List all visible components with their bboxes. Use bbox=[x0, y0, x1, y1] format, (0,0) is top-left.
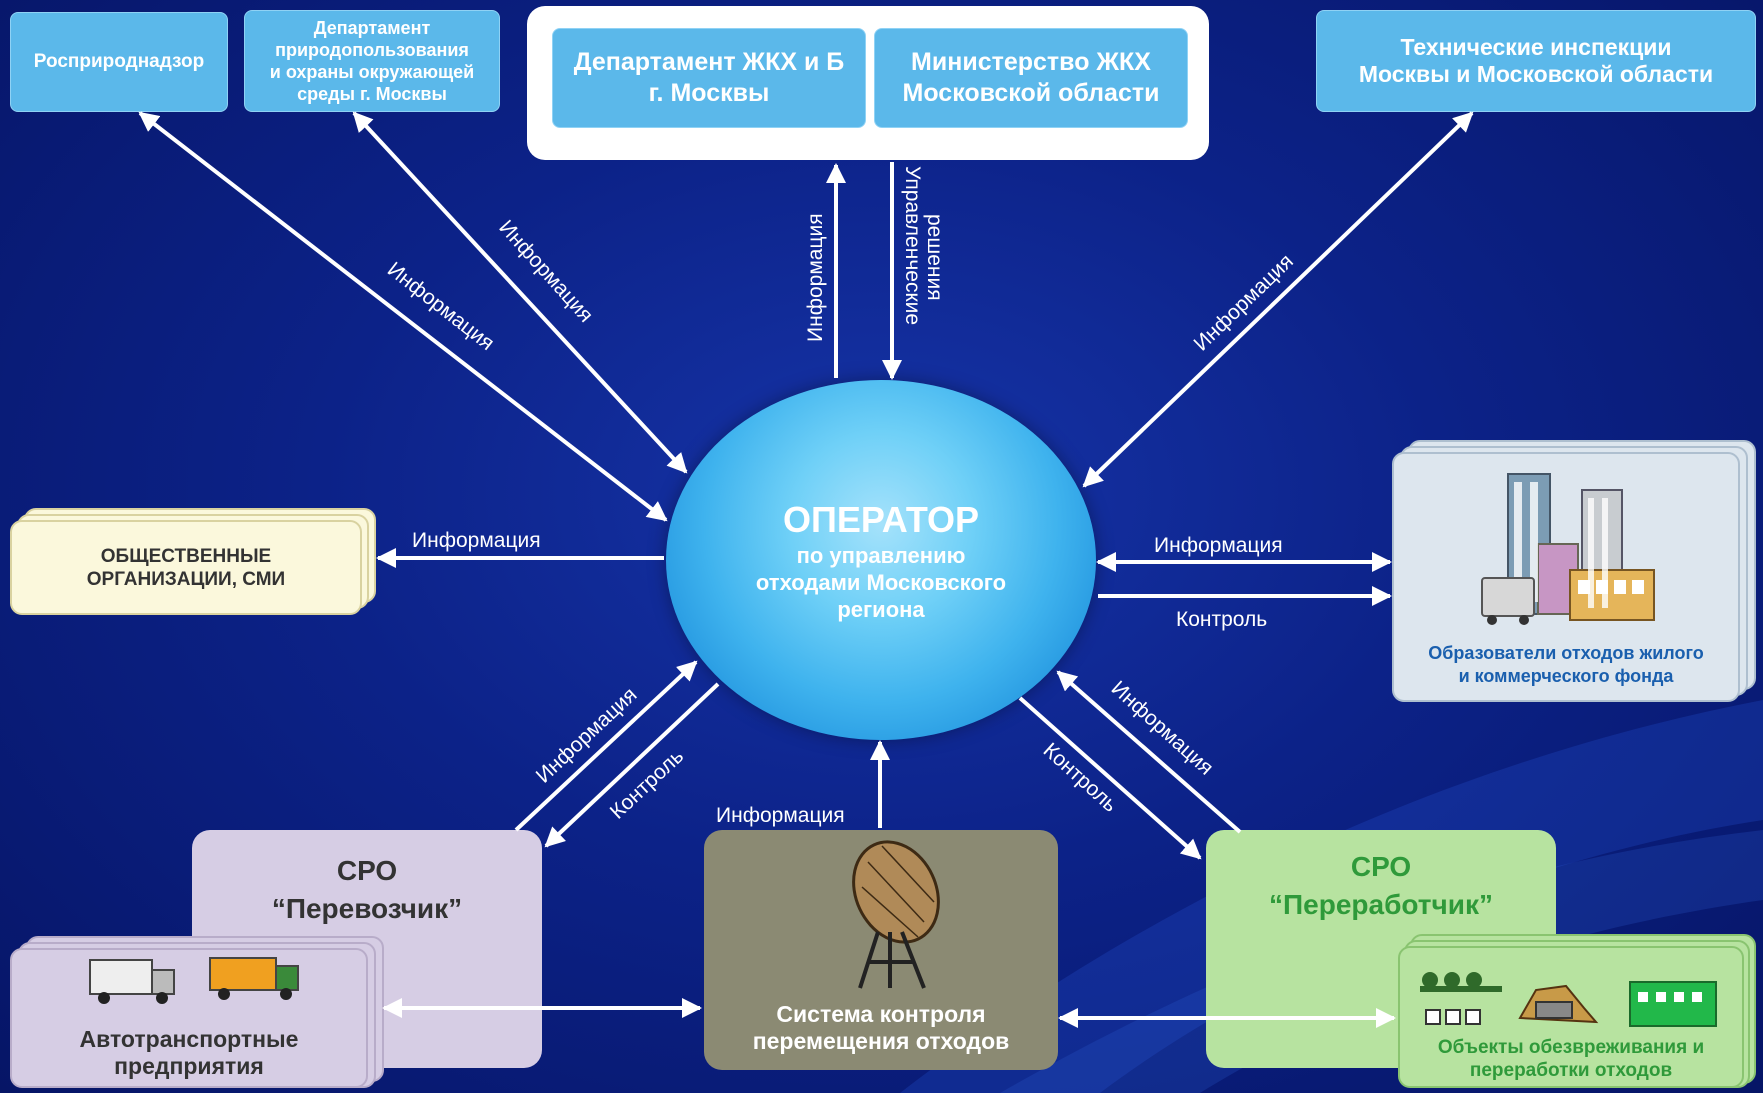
label-info-dep-priroda: Информация bbox=[494, 216, 597, 327]
dep-priroda-box: Департамент природопользования и охраны … bbox=[244, 10, 500, 112]
tech-insp-line-1: Технические инспекции bbox=[1400, 34, 1672, 60]
operator-line-1: по управлению bbox=[796, 542, 966, 568]
sro-perevozchik-line-2: “Перевозчик” bbox=[271, 893, 463, 924]
label-info-obsch: Информация bbox=[412, 529, 541, 552]
arrow-tech-insp bbox=[1082, 111, 1474, 488]
arrow-perevozchik-info bbox=[514, 660, 698, 832]
rosprirodnadzor-box: Росприроднадзор bbox=[10, 12, 228, 112]
dep-priroda-line-3: и охраны окружающей bbox=[269, 62, 475, 82]
label-decisions-line-2: решения bbox=[923, 214, 946, 301]
sistema-line-1: Система контроля bbox=[776, 1001, 986, 1027]
tech-insp-line-2: Москвы и Московской области bbox=[1358, 61, 1714, 87]
label-info-sistema: Информация bbox=[716, 804, 845, 827]
arrow-pererabotchik-info bbox=[1056, 670, 1242, 834]
obekty-line-1: Объекты обезвреживания и bbox=[1437, 1037, 1705, 1058]
avto-line-1: Автотранспортные bbox=[79, 1026, 299, 1052]
avto-box bbox=[10, 948, 368, 1088]
arrow-pererabotchik-control bbox=[1018, 696, 1202, 860]
label-info-obrazovateli: Информация bbox=[1154, 534, 1283, 557]
obrazovateli-line-1: Образователи отходов жилого bbox=[1428, 643, 1704, 663]
facilities-icon bbox=[1420, 972, 1717, 1027]
obrazovateli-line-2: и коммерческого фонда bbox=[1458, 666, 1674, 686]
dep-zhkh-box: Департамент ЖКХ и Б г. Москвы bbox=[552, 28, 866, 128]
min-zhkh-box: Министерство ЖКХ Московской области bbox=[874, 28, 1188, 128]
trucks-icon bbox=[89, 957, 299, 1004]
dep-zhkh-line-1: Департамент ЖКХ и Б bbox=[573, 48, 845, 76]
sro-perevozchik-line-1: СРО bbox=[336, 855, 398, 886]
operator-line-3: региона bbox=[837, 596, 925, 622]
avto-line-2: предприятия bbox=[114, 1053, 264, 1079]
arrow-dep-priroda bbox=[352, 111, 688, 474]
sistema-text: Система контроля перемещения отходов bbox=[704, 996, 1058, 1060]
satellite-dish-icon bbox=[852, 840, 940, 989]
label-info-rosprirodnadzor: Информация bbox=[383, 258, 498, 355]
tech-insp-box: Технические инспекции Москвы и Московско… bbox=[1316, 10, 1756, 112]
avto-text: Автотранспортные предприятия bbox=[10, 1020, 368, 1086]
label-decisions-line-1: Управленческие bbox=[901, 166, 924, 325]
operator-ellipse bbox=[666, 380, 1096, 740]
dep-priroda-line-4: среды г. Москвы bbox=[297, 84, 447, 104]
operator-text: ОПЕРАТОР по управлению отходами Московск… bbox=[700, 480, 1062, 640]
obekty-line-2: переработки отходов bbox=[1469, 1060, 1673, 1081]
obrazovateli-text: Образователи отходов жилого и коммерческ… bbox=[1392, 638, 1740, 692]
min-zhkh-line-1: Министерство ЖКХ bbox=[911, 48, 1151, 76]
sistema-line-2: перемещения отходов bbox=[752, 1028, 1010, 1054]
obsch-line-1: ОБЩЕСТВЕННЫЕ bbox=[100, 545, 272, 567]
obekty-text: Объекты обезвреживания и переработки отх… bbox=[1398, 1032, 1744, 1086]
buildings-icon bbox=[1481, 473, 1655, 625]
label-control-obrazovateli: Контроль bbox=[1176, 608, 1267, 631]
label-control-perevozchik: Контроль bbox=[606, 745, 688, 824]
sro-pererabotchik-box: СРО “Переработчик” bbox=[1206, 830, 1556, 1068]
sro-pererabotchik-line-2: “Переработчик” bbox=[1269, 889, 1493, 920]
rosprirodnadzor-label: Росприроднадзор bbox=[33, 51, 205, 72]
dep-priroda-line-1: Департамент bbox=[313, 18, 431, 38]
min-zhkh-line-2: Московской области bbox=[902, 79, 1160, 107]
obsch-line-2: ОРГАНИЗАЦИИ, СМИ bbox=[86, 568, 286, 590]
sro-pererabotchik-line-1: СРО bbox=[1350, 851, 1412, 882]
dep-zhkh-line-2: г. Москвы bbox=[648, 79, 770, 107]
operator-title: ОПЕРАТОР bbox=[782, 498, 980, 540]
operator-line-2: отходами Московского bbox=[755, 569, 1007, 595]
arrow-perevozchik-control bbox=[544, 682, 720, 848]
dep-priroda-line-2: природопользования bbox=[275, 40, 469, 60]
label-info-up: Информация bbox=[804, 213, 827, 342]
label-info-tech-insp: Информация bbox=[1189, 250, 1297, 356]
